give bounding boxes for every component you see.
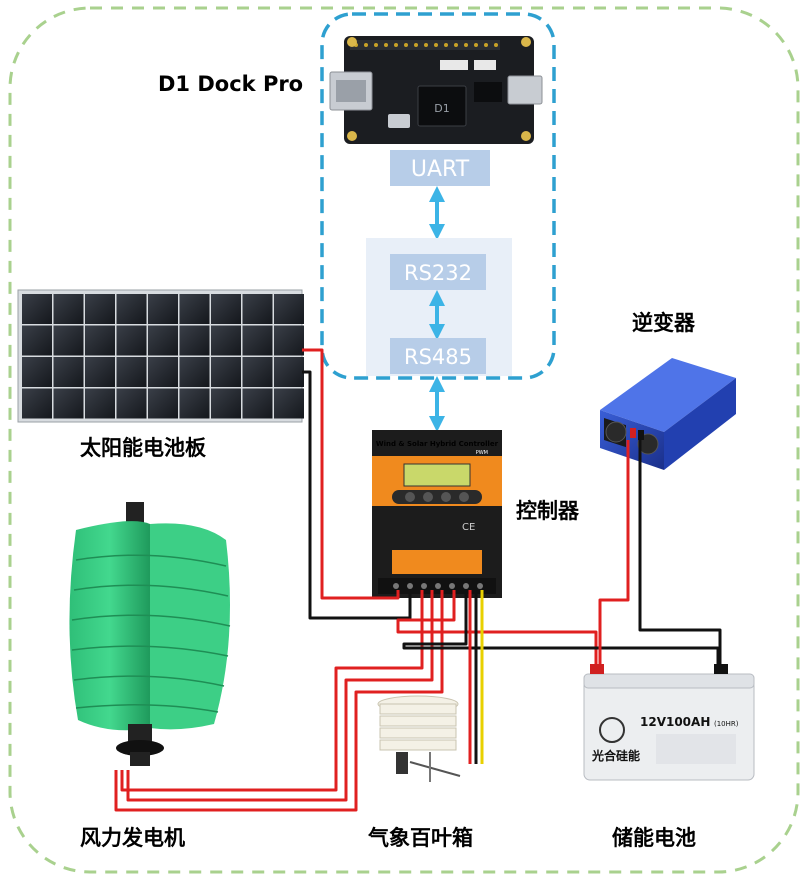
inverter-black-wire [638, 440, 722, 664]
solar-cell [53, 325, 84, 356]
solar-panel [17, 289, 304, 423]
solar-cell [274, 294, 304, 324]
solar-cell [22, 294, 52, 324]
rs232-label: RS232 [404, 261, 472, 285]
board-chip-label: D1 [434, 102, 449, 115]
solar-cell [179, 357, 210, 387]
solar-cell [148, 325, 178, 356]
solar-cell [22, 357, 52, 387]
solar-cell [85, 294, 115, 324]
rs485-box [390, 338, 486, 374]
uart-box [390, 150, 490, 186]
wind-red-wire-2 [126, 590, 434, 802]
solar-cell [211, 325, 241, 356]
solar-cell [179, 325, 210, 356]
solar-cell [116, 357, 147, 387]
board-name-label: D1 Dock Pro [158, 72, 303, 96]
inverter [600, 358, 736, 470]
battery-label: 储能电池 [612, 826, 696, 850]
solar-cell [274, 325, 304, 356]
weather-box-label: 气象百叶箱 [367, 826, 473, 850]
rs485-label: RS485 [404, 345, 472, 369]
wind-red-wire-1 [120, 590, 424, 792]
solar-cell [242, 294, 273, 324]
battery-model-sub: (10HR) [714, 720, 739, 728]
wind-turbine-label: 风力发电机 [80, 826, 185, 850]
controller-label: 控制器 [516, 499, 580, 523]
solar-cell [148, 357, 178, 387]
solar-cell [22, 388, 52, 419]
battery: 12V100AH (10HR) 光合硅能 [583, 664, 755, 781]
wind-red-wire-3 [114, 590, 444, 812]
d1-dock-pro-board: D1 [329, 36, 543, 144]
solar-cell [85, 357, 115, 387]
solar-cell [116, 294, 147, 324]
solar-cell [53, 357, 84, 387]
battery-model: 12V100AH [640, 715, 710, 729]
solar-cell [274, 388, 304, 419]
solar-cell [22, 325, 52, 356]
outer-border [8, 6, 800, 874]
solar-cell [179, 388, 210, 419]
wiring [114, 348, 722, 812]
solar-cell [211, 357, 241, 387]
solar-cell [85, 325, 115, 356]
solar-cell [179, 294, 210, 324]
solar-cell [211, 294, 241, 324]
solar-cell [85, 388, 115, 419]
solar-cell [53, 388, 84, 419]
rs232-box [390, 254, 486, 290]
solar-panel-label: 太阳能电池板 [80, 436, 207, 460]
solar-cell [211, 388, 241, 419]
weather-box [377, 695, 461, 782]
svg-text:CE: CE [462, 522, 475, 533]
controller-subtitle: PWM [476, 450, 488, 456]
solar-cell [274, 357, 304, 387]
solar-cell [116, 388, 147, 419]
solar-red-wire [302, 348, 400, 600]
controller: Wind & Solar Hybrid Controller PWM CE [372, 430, 502, 598]
solar-cell [242, 357, 273, 387]
solar-black-wire [302, 370, 412, 620]
wind-turbine [69, 502, 231, 766]
battery-red-wire [396, 590, 598, 664]
controller-title: Wind & Solar Hybrid Controller [376, 440, 499, 448]
solar-cell [53, 294, 84, 324]
solar-cell [148, 388, 178, 419]
solar-cell [242, 388, 273, 419]
solar-cell [242, 325, 273, 356]
solar-cell [148, 294, 178, 324]
uart-label: UART [411, 157, 470, 182]
solar-cell [116, 325, 147, 356]
inverter-label: 逆变器 [632, 311, 696, 335]
inverter-red-wire [598, 440, 630, 664]
battery-brand: 光合硅能 [591, 748, 640, 763]
battery-black-wire [402, 590, 720, 664]
